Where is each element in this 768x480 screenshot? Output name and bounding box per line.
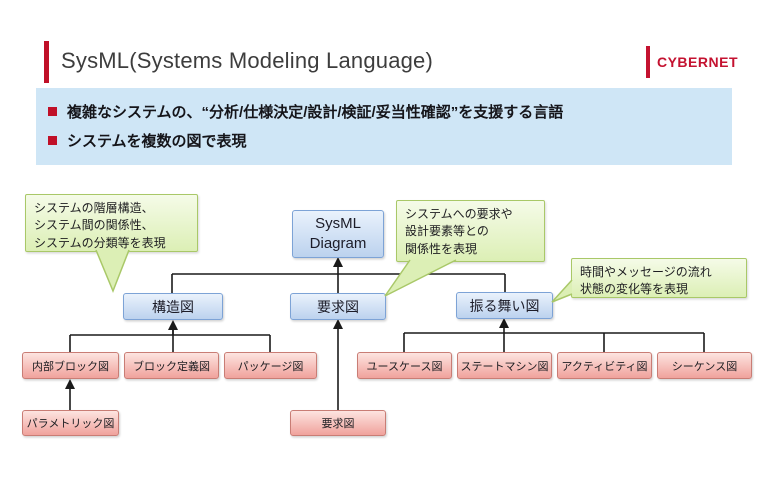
- logo-accent-bar: [645, 46, 650, 78]
- node-package-diagram: パッケージ図: [224, 352, 317, 379]
- node-use-case-diagram: ユースケース図: [357, 352, 452, 379]
- node-sysml-diagram: SysML Diagram: [292, 210, 384, 258]
- logo-text: CYBERNET: [656, 54, 738, 70]
- bullet-text: 複雑なシステムの、“分析/仕様決定/設計/検証/妥当性確認”を支援する言語: [67, 104, 564, 121]
- callout-line: 時間やメッセージの流れ: [580, 265, 712, 279]
- callout-line: 設計要素等との: [405, 224, 489, 239]
- bullet-item: システムを複数の図で表現: [46, 130, 722, 151]
- node-label: ステートマシン図: [460, 360, 549, 373]
- node-label: パラメトリック図: [26, 418, 115, 430]
- node-activity-diagram: アクティビティ図: [557, 352, 652, 379]
- bullet-square-icon: [48, 136, 57, 145]
- callout-structure-note: システムの階層構造、 システム間の関係性、 システムの分類等を表現: [25, 194, 198, 252]
- bullet-square-icon: [48, 107, 57, 116]
- summary-banner: 複雑なシステムの、“分析/仕様決定/設計/検証/妥当性確認”を支援する言語 シス…: [36, 88, 732, 165]
- callout-line: システムの階層構造、: [34, 201, 154, 215]
- node-label: 振る舞い図: [469, 297, 540, 314]
- title-accent-bar: [44, 41, 49, 83]
- arrowhead-icons: [65, 257, 509, 389]
- node-state-machine-diagram: ステートマシン図: [457, 352, 552, 379]
- page-title: SysML(Systems Modeling Language): [61, 48, 434, 73]
- node-requirement-diagram-leaf: 要求図: [290, 410, 386, 436]
- node-behavior-diagram: 振る舞い図: [456, 292, 553, 319]
- callout-requirement-note: システムへの要求や 設計要素等との 関係性を表現: [396, 200, 545, 262]
- node-label: 構造図: [152, 298, 194, 315]
- node-label: ブロック定義図: [133, 360, 210, 373]
- node-internal-block-diagram: 内部ブロック図: [22, 352, 119, 379]
- bullet-text: システムを複数の図で表現: [67, 133, 247, 150]
- callout-line: システムの分類等を表現: [34, 235, 166, 250]
- node-parametric-diagram: パラメトリック図: [22, 410, 119, 436]
- node-sequence-diagram: シーケンス図: [657, 352, 752, 379]
- node-label: 内部ブロック図: [32, 360, 109, 373]
- node-requirement-diagram: 要求図: [290, 293, 386, 320]
- callout-line: システムへの要求や: [405, 207, 513, 221]
- node-label: 要求図: [321, 418, 355, 430]
- node-label: 要求図: [317, 298, 359, 315]
- callout-line: 関係性を表現: [405, 241, 478, 256]
- node-block-definition-diagram: ブロック定義図: [124, 352, 219, 379]
- node-label: シーケンス図: [671, 360, 738, 373]
- node-label: パッケージ図: [237, 360, 304, 373]
- bullet-item: 複雑なシステムの、“分析/仕様決定/設計/検証/妥当性確認”を支援する言語: [46, 101, 722, 122]
- node-label: ユースケース図: [366, 360, 443, 373]
- node-structure-diagram: 構造図: [123, 293, 223, 320]
- callout-line: システム間の関係性、: [34, 218, 154, 233]
- callout-behavior-note: 時間やメッセージの流れ 状態の変化等を表現: [571, 258, 747, 298]
- callout-line: 状態の変化等を表現: [580, 282, 689, 297]
- cybernet-logo: CYBERNET: [645, 46, 738, 78]
- node-label: アクティビティ図: [561, 360, 648, 373]
- node-label: Diagram: [309, 235, 367, 252]
- node-label: SysML: [315, 214, 361, 232]
